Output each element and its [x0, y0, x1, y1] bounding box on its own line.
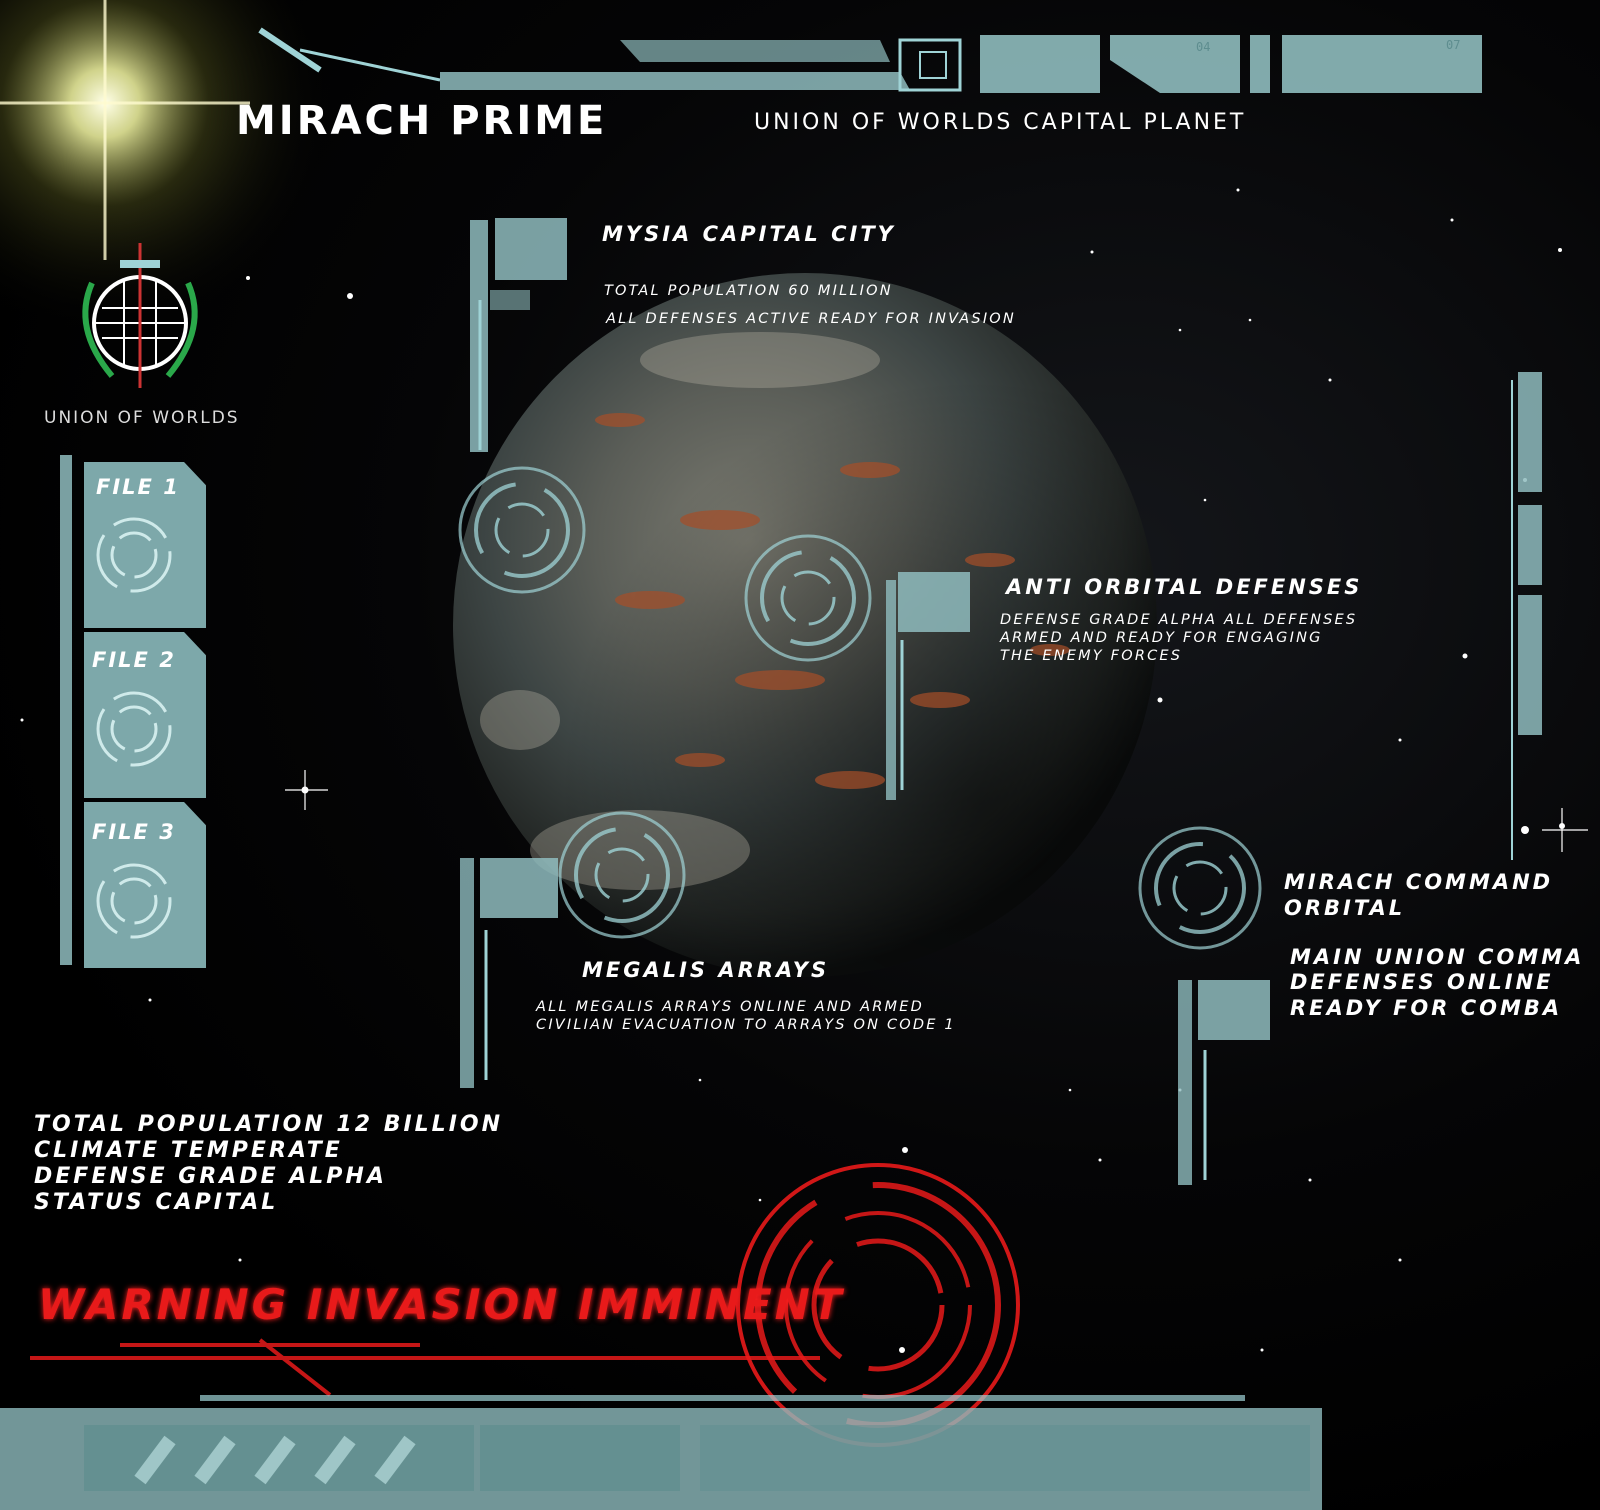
panel-code-a: 04: [1196, 40, 1211, 54]
right-edge-panel: [1511, 372, 1542, 860]
command-orbital-title-1: MIRACH COMMAND: [1284, 870, 1554, 894]
panel-code-b: 07: [1446, 38, 1461, 52]
capital-city-title: MYSIA CAPITAL CITY: [602, 222, 896, 246]
target-ring-1: [458, 466, 586, 594]
command-orbital-line-3: READY FOR COMBA: [1290, 996, 1563, 1020]
target-ring-3: [558, 811, 686, 939]
command-orbital-line-1: MAIN UNION COMMA: [1290, 945, 1585, 969]
bracket-megalis: [460, 858, 558, 1088]
planet-mirach-prime: [453, 273, 1157, 977]
anti-orbital-line-1: DEFENSE GRADE ALPHA ALL DEFENSES: [1000, 612, 1358, 628]
megalis-line-2: CIVILIAN EVACUATION TO ARRAYS ON CODE 1: [536, 1017, 956, 1033]
page-subtitle: UNION OF WORLDS CAPITAL PLANET: [754, 110, 1247, 135]
stat-population: TOTAL POPULATION 12 BILLION: [34, 1112, 503, 1137]
top-panel-strip: [258, 27, 1482, 93]
file-1-tab[interactable]: [84, 462, 206, 628]
page-title: MIRACH PRIME: [236, 98, 608, 144]
file-1-ring-icon: [96, 517, 172, 593]
megalis-title: MEGALIS ARRAYS: [582, 958, 830, 982]
file-3-tab[interactable]: [84, 802, 206, 968]
file-strip-rail: [60, 455, 72, 965]
file-3-label[interactable]: FILE 3: [92, 820, 176, 844]
stat-climate: CLIMATE TEMPERATE: [34, 1138, 343, 1163]
target-ring-4: [1138, 826, 1262, 950]
megalis-line-1: ALL MEGALIS ARRAYS ONLINE AND ARMED: [536, 999, 924, 1015]
starfield: [20, 188, 1565, 1353]
bracket-mysia: [470, 218, 567, 452]
anti-orbital-line-2: ARMED AND READY FOR ENGAGING: [1000, 630, 1323, 646]
anti-orbital-title: ANTI ORBITAL DEFENSES: [1006, 575, 1363, 599]
bottom-panel-bar: [0, 1395, 1322, 1510]
capital-city-population: TOTAL POPULATION 60 MILLION: [604, 283, 893, 299]
file-2-label[interactable]: FILE 2: [92, 648, 176, 672]
anti-orbital-line-3: THE ENEMY FORCES: [1000, 648, 1183, 664]
file-3-ring-icon: [96, 863, 172, 939]
capital-city-defenses: ALL DEFENSES ACTIVE READY FOR INVASION: [606, 311, 1016, 327]
file-2-tab[interactable]: [84, 632, 206, 798]
emblem-label: UNION OF WORLDS: [44, 408, 240, 428]
file-2-ring-icon: [96, 691, 172, 767]
stat-defense: DEFENSE GRADE ALPHA: [34, 1164, 387, 1189]
file-1-label[interactable]: FILE 1: [96, 475, 180, 499]
bracket-anti-orbital: [886, 572, 970, 800]
union-emblem: [82, 243, 198, 388]
bracket-command: [1178, 980, 1270, 1185]
target-ring-2: [744, 534, 872, 662]
warning-lines: [30, 1338, 820, 1397]
command-orbital-line-2: DEFENSES ONLINE: [1290, 970, 1554, 994]
command-orbital-title-2: ORBITAL: [1284, 896, 1406, 920]
invasion-warning: WARNING INVASION IMMINENT: [38, 1280, 845, 1329]
flare-glow: [0, 0, 335, 333]
stat-status: STATUS CAPITAL: [34, 1190, 279, 1215]
